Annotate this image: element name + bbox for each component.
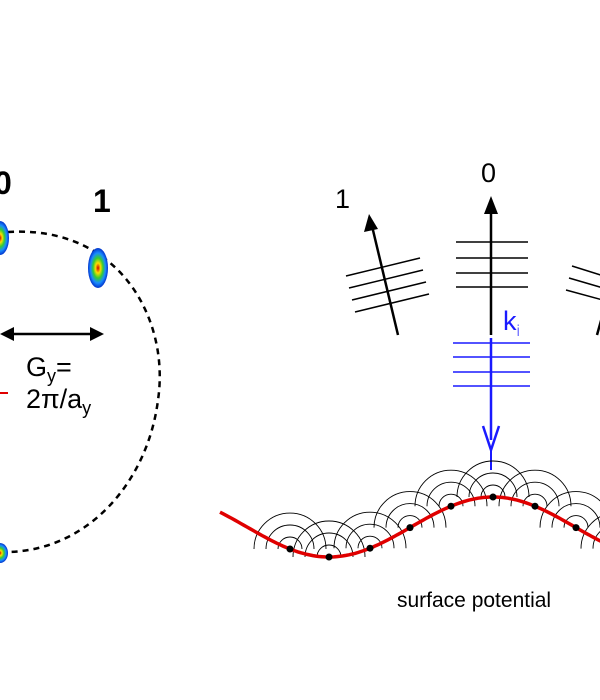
wavevector-label: ki — [503, 306, 520, 340]
wavelet-arc — [480, 484, 506, 498]
scattering-center-dot — [366, 544, 374, 552]
right-panel: 1 0 — [219, 158, 600, 612]
right-order-one-label: 1 — [335, 184, 350, 214]
right-order-zero-label: 0 — [481, 158, 496, 188]
left-order-one-label: 1 — [93, 183, 111, 219]
wavelet-arc — [498, 469, 572, 507]
g-formula-label: 2π/ay — [26, 384, 91, 418]
scattering-centers — [286, 493, 580, 561]
spot-order-one — [88, 248, 108, 288]
scattering-center-dot — [447, 502, 455, 510]
left-panel: 0 1 Gy= 2π/ay — [0, 165, 161, 563]
order-one-wavefronts — [345, 257, 430, 313]
order-minus-one-beam — [565, 265, 600, 336]
scattering-center-dot — [286, 545, 294, 553]
spot-order-zero-top — [0, 221, 9, 255]
huygens-wavelets — [253, 460, 600, 558]
wavelet-arc — [426, 481, 476, 507]
g-vector-arrow — [0, 327, 104, 341]
wavelet-arc — [539, 491, 600, 528]
scattering-center-dot — [489, 493, 497, 501]
scattering-center-dot — [531, 502, 539, 510]
scattering-center-dot — [325, 553, 333, 561]
wavelet-arc — [316, 544, 342, 558]
order-zero-beam — [456, 196, 528, 335]
g-vector-label: Gy= — [26, 352, 72, 386]
left-order-zero-label: 0 — [0, 165, 12, 201]
incident-beam — [453, 338, 530, 470]
order-one-beam — [345, 214, 430, 336]
wavelet-arc — [292, 520, 366, 558]
wavelet-arc — [304, 532, 354, 558]
wavelet-arc — [333, 511, 407, 549]
wavelet-arc — [373, 491, 447, 528]
incident-wavefronts — [453, 342, 530, 387]
scattering-center-dot — [406, 524, 414, 532]
spot-order-zero-bottom — [0, 543, 8, 563]
order-zero-wavefronts — [456, 241, 528, 288]
wavelet-arc — [253, 512, 327, 550]
scattering-center-dot — [572, 524, 580, 532]
wavelet-arc — [468, 472, 518, 498]
surface-caption: surface potential — [397, 589, 551, 612]
wavelet-arc — [456, 460, 530, 498]
wavelet-arc — [385, 503, 435, 528]
wavelet-arc — [414, 469, 488, 507]
